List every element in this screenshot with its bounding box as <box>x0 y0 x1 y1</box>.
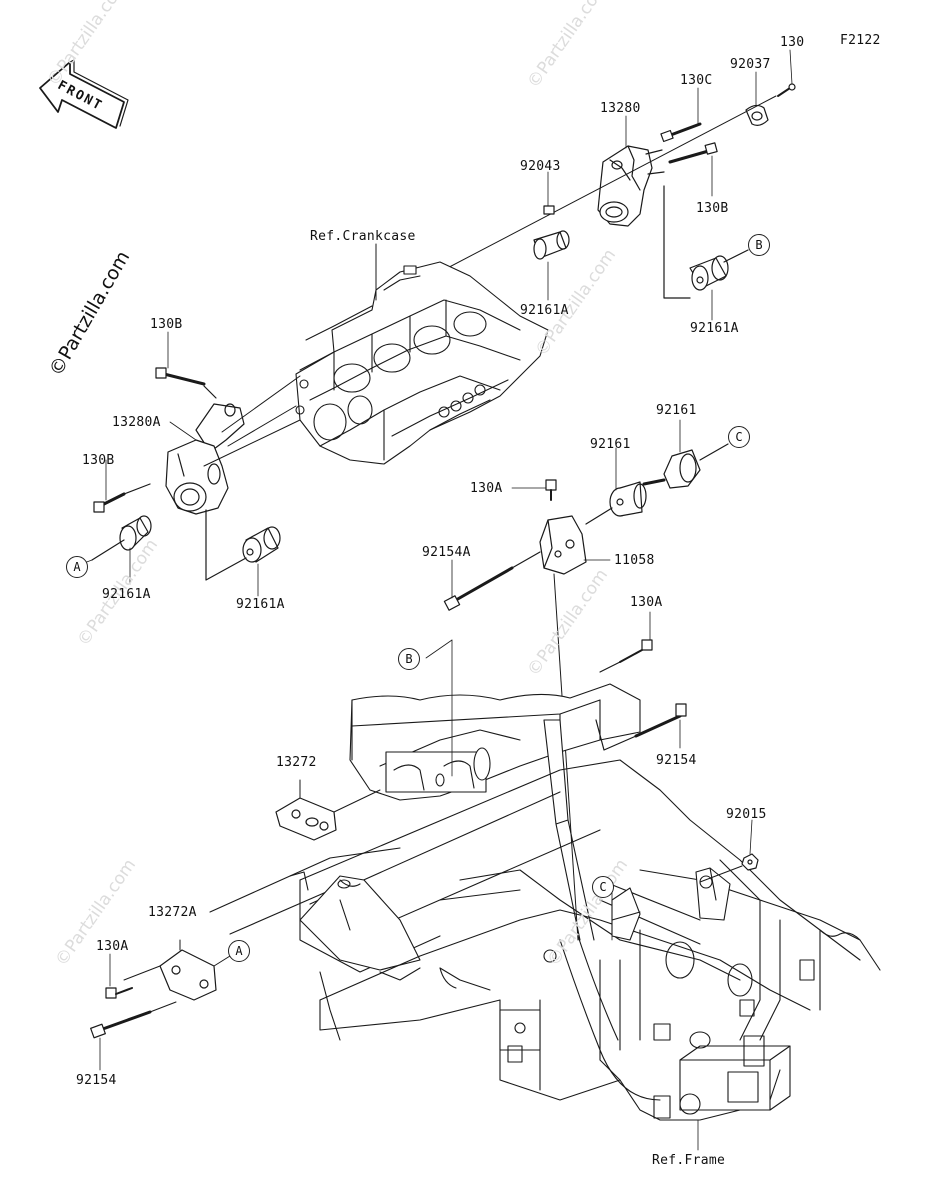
label-92043: 92043 <box>520 159 561 174</box>
rubber-mount-92161-1 <box>609 481 647 517</box>
label-ref-frame: Ref.Frame <box>652 1153 726 1168</box>
crankcase <box>295 261 549 465</box>
label-13272: 13272 <box>276 755 317 770</box>
label-92154-1: 92154 <box>656 753 697 768</box>
label-11058: 11058 <box>614 553 655 568</box>
mount-bracket-13280A <box>165 403 245 515</box>
callout-a: A <box>228 940 250 962</box>
nut-92015 <box>741 853 759 871</box>
label-ref-crankcase: Ref.Crankcase <box>310 229 416 244</box>
bolt-130A-3 <box>105 987 133 999</box>
bolt-130C <box>660 122 702 143</box>
callout-c: C <box>728 426 750 448</box>
rubber-mount-92161-2 <box>642 449 701 489</box>
label-130A-3: 130A <box>96 939 129 954</box>
plate-13272 <box>275 797 337 841</box>
label-92161A-3: 92161A <box>102 587 151 602</box>
label-92161A-1: 92161A <box>520 303 569 318</box>
label-13280A: 13280A <box>112 415 161 430</box>
clamp-92037 <box>745 104 769 126</box>
label-92161-2: 92161 <box>590 437 631 452</box>
bolt-92154-1 <box>634 703 687 738</box>
label-92015: 92015 <box>726 807 767 822</box>
label-92161A-4: 92161A <box>236 597 285 612</box>
collar-92043 <box>543 205 555 215</box>
bracket-11058 <box>539 515 587 575</box>
plate-13272A <box>159 949 217 1001</box>
label-130B-left2: 130B <box>82 453 115 468</box>
bolt-130B-top <box>668 142 718 164</box>
bolt-92154A <box>443 566 514 611</box>
label-92154A: 92154A <box>422 545 471 560</box>
bolt-130B-left1 <box>155 367 206 386</box>
label-92154-2: 92154 <box>76 1073 117 1088</box>
rubber-mount-92161A-top1 <box>533 230 570 260</box>
front-arrow-icon <box>39 59 129 129</box>
label-13272A: 13272A <box>148 905 197 920</box>
label-130B-top: 130B <box>696 201 729 216</box>
label-130C: 130C <box>680 73 713 88</box>
bolt-130A-2 <box>619 639 653 663</box>
rubber-mount-92161A-top2 <box>689 255 729 291</box>
figure-code: F2122 <box>840 33 881 48</box>
label-130: 130 <box>780 35 805 50</box>
label-92161-1: 92161 <box>656 403 697 418</box>
frame <box>209 683 881 1121</box>
bolt-130B-left2 <box>93 492 126 513</box>
label-130A-2: 130A <box>630 595 663 610</box>
label-13280: 13280 <box>600 101 641 116</box>
label-92161A-2: 92161A <box>690 321 739 336</box>
rubber-mount-92161A-left1 <box>119 515 152 551</box>
label-130B-left1: 130B <box>150 317 183 332</box>
label-92037: 92037 <box>730 57 771 72</box>
bolt-92154-2 <box>90 1010 152 1039</box>
rubber-mount-92161A-left2 <box>242 526 281 563</box>
callout-b: B <box>398 648 420 670</box>
label-130A-1: 130A <box>470 481 503 496</box>
callout-b: B <box>748 234 770 256</box>
mount-bracket-13280 <box>597 145 665 227</box>
callout-c: C <box>592 876 614 898</box>
bolt-130A-1 <box>545 479 557 501</box>
bolt-130 <box>777 83 796 97</box>
callout-a: A <box>66 556 88 578</box>
